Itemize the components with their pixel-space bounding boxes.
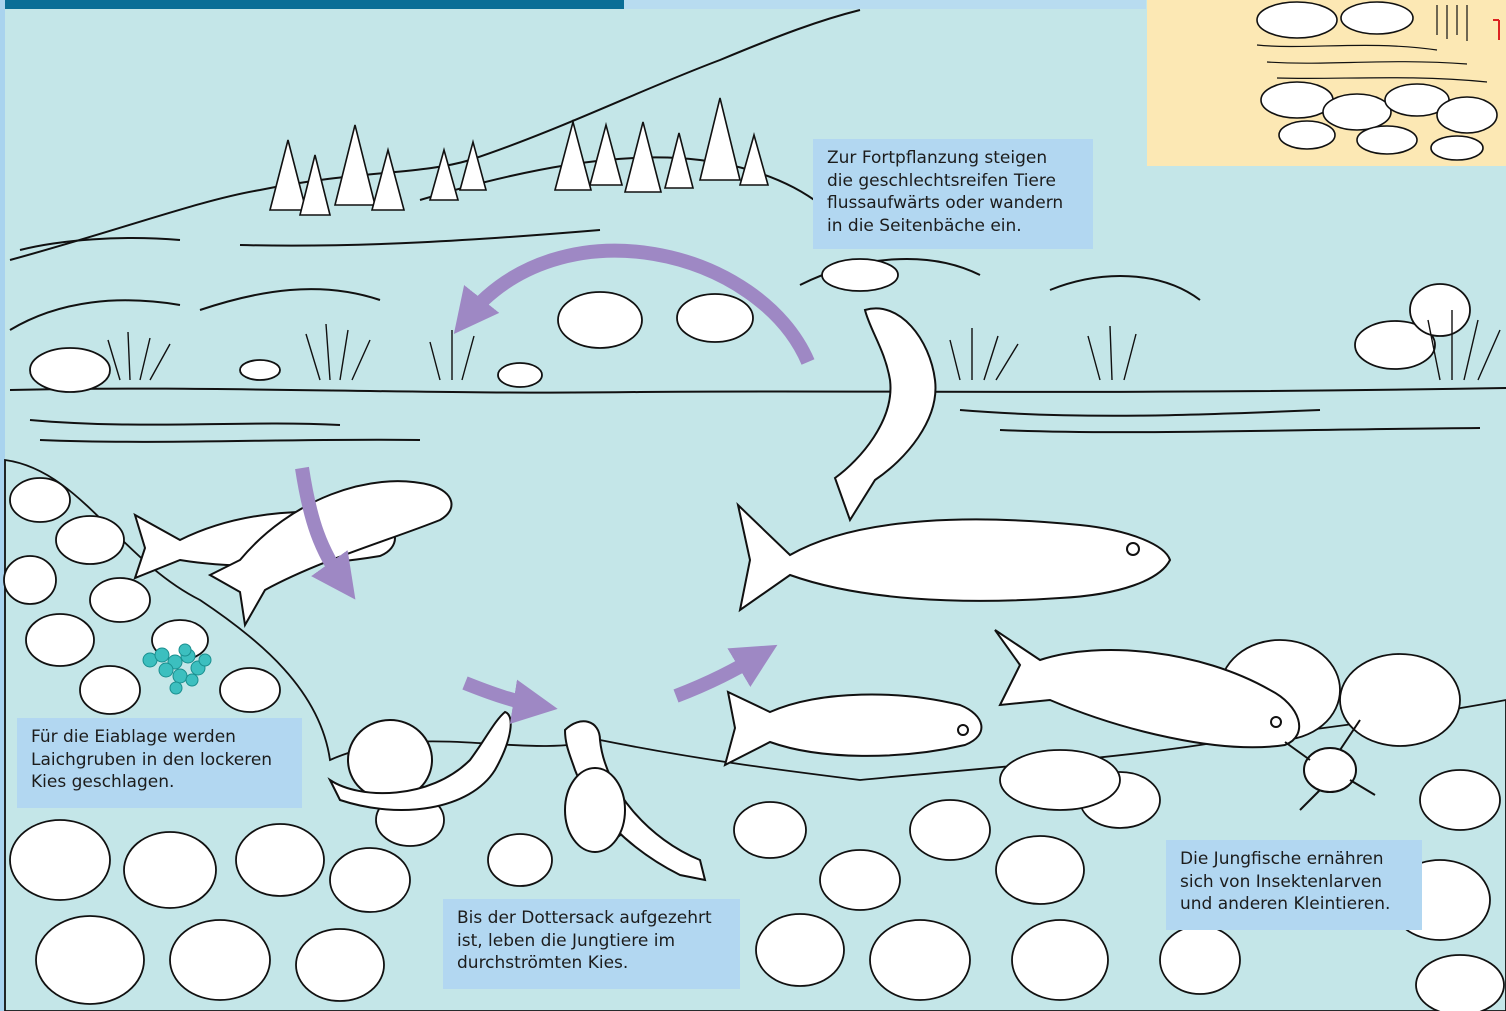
hills: [10, 10, 860, 260]
caption-juvenile-feeding: Die Jungfische ernähren sich von Insekte…: [1166, 840, 1422, 930]
bank-rocks: [30, 259, 1470, 392]
up-right-arrow-icon: [676, 654, 762, 696]
right-arrow-icon: [465, 683, 540, 706]
adult-trout: [738, 505, 1170, 610]
juvenile-trout-a: [725, 692, 981, 765]
caption-spawning-migration: Zur Fortpflanzung steigen die geschlecht…: [813, 139, 1093, 249]
caption-yolk-sac-stage: Bis der Dottersack aufgezehrt ist, leben…: [443, 899, 740, 989]
inset-line-art: [1147, 0, 1506, 166]
riverbank: [10, 259, 1506, 442]
tree-line: [270, 98, 768, 215]
insect-larva: [1304, 748, 1356, 792]
caption-egg-laying: Für die Eiablage werden Laichgruben in d…: [17, 718, 302, 808]
inset-illustration: [1147, 0, 1506, 166]
leaping-trout: [835, 308, 935, 520]
